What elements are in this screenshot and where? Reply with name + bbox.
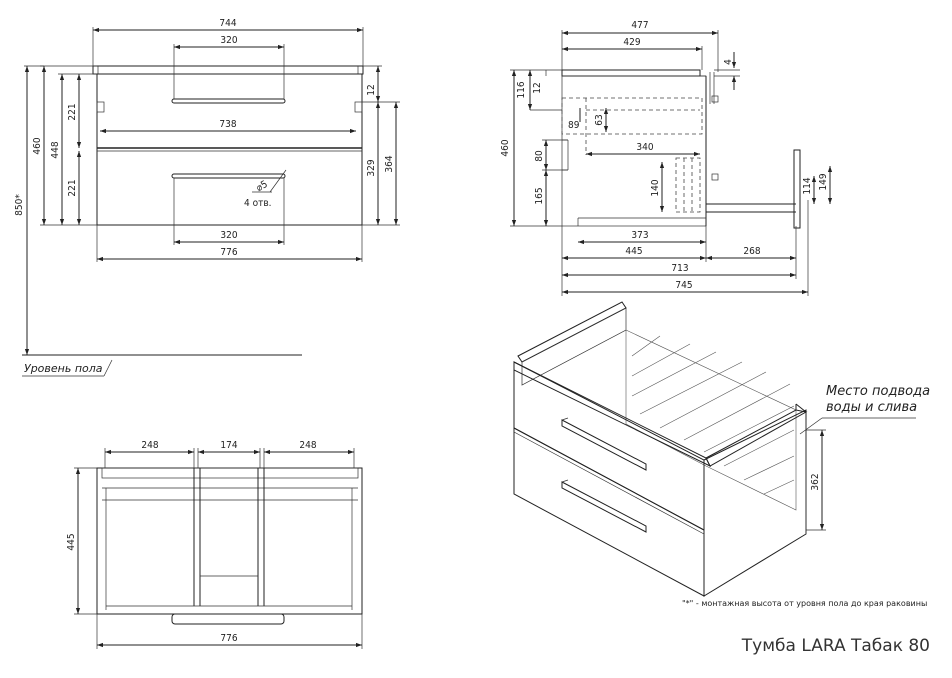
dim-front-460: 460 [32, 137, 43, 154]
dim-top-445: 445 [66, 533, 77, 550]
dim-top-174: 174 [220, 440, 237, 451]
dim-side-340: 340 [636, 142, 653, 153]
supply-label-line2: воды и слива [826, 400, 917, 415]
dim-top-776: 776 [220, 633, 237, 644]
dim-front-776: 776 [220, 247, 237, 258]
dim-front-320-bottom: 320 [220, 230, 237, 241]
dim-top-248-right: 248 [299, 440, 316, 451]
front-view: ⌀5 4 отв. 744 320 738 320 776 460 448 22… [14, 18, 400, 377]
side-view: 477 429 4 460 116 12 80 165 89 63 340 1 [500, 20, 833, 296]
dim-side-373: 373 [631, 230, 648, 241]
dim-side-114: 114 [802, 177, 813, 194]
top-view: 248 174 248 445 776 [66, 440, 363, 649]
dim-front-329: 329 [366, 159, 377, 176]
dim-front-744: 744 [219, 18, 236, 29]
dim-front-12: 12 [366, 84, 377, 95]
dim-side-149: 149 [818, 173, 829, 190]
dim-side-713: 713 [671, 263, 688, 274]
supply-label-line1: Место подвода [826, 384, 930, 399]
floor-label: Уровень пола [24, 362, 103, 375]
footnote: "*" - монтажная высота от уровня пола до… [682, 599, 927, 608]
dim-front-448: 448 [50, 141, 61, 158]
holes-note: 4 отв. [244, 198, 271, 209]
back-panel-hatched [625, 329, 797, 511]
dim-front-738: 738 [219, 119, 236, 130]
drawing-caption: Тумба LARA Табак 80 [741, 636, 930, 656]
dim-side-140: 140 [650, 179, 661, 196]
dim-side-80: 80 [534, 150, 545, 162]
dim-side-445: 445 [625, 246, 642, 257]
dim-side-116: 116 [516, 81, 527, 98]
dim-side-4: 4 [723, 59, 734, 65]
dim-side-89: 89 [568, 120, 580, 131]
dim-side-477: 477 [631, 20, 648, 31]
dim-side-460: 460 [500, 139, 511, 156]
dim-iso-362: 362 [810, 473, 821, 490]
dim-side-745: 745 [675, 280, 692, 291]
dim-front-221-top: 221 [67, 103, 78, 120]
dim-side-12: 12 [532, 82, 543, 93]
dim-side-165: 165 [534, 187, 545, 204]
dim-side-429: 429 [623, 37, 640, 48]
iso-view: 362 Место подвода воды и слива "*" - мон… [513, 301, 930, 608]
dim-front-221-bottom: 221 [67, 179, 78, 196]
dim-front-320-top: 320 [220, 35, 237, 46]
dim-side-63: 63 [594, 114, 605, 125]
hole-symbol: ⌀5 [255, 179, 270, 194]
dim-side-268: 268 [743, 246, 760, 257]
dim-front-364: 364 [384, 155, 395, 172]
dim-front-850: 850* [14, 194, 25, 216]
dim-top-248-left: 248 [141, 440, 158, 451]
